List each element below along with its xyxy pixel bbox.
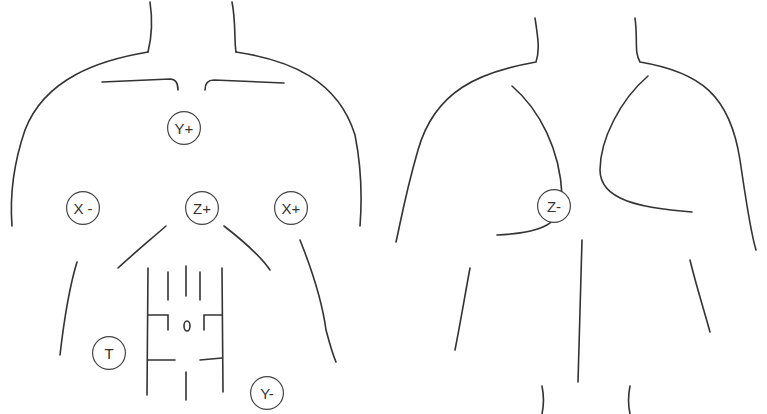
waist-line — [629, 386, 631, 414]
abdomen-line — [199, 272, 201, 300]
clavicle-line — [102, 79, 178, 90]
linea-line — [185, 372, 187, 400]
waist-line — [542, 386, 544, 414]
neck-line — [148, 2, 151, 52]
shoulder-line — [236, 52, 361, 226]
electrode-circle: X+ — [274, 191, 308, 225]
electrode-label: Z+ — [193, 200, 211, 217]
abdomen-line — [204, 315, 222, 330]
electrode-label: Y+ — [175, 120, 194, 137]
spine-line — [578, 240, 582, 382]
neck-line — [232, 2, 236, 52]
electrode-circle: Z- — [537, 189, 571, 223]
abdomen-line — [148, 359, 175, 361]
electrode-label: T — [104, 345, 113, 362]
abdomen-line — [200, 358, 222, 360]
navel — [184, 321, 190, 331]
back-outline — [396, 18, 538, 242]
scapula-line — [497, 86, 562, 235]
pectoral-line — [224, 226, 270, 270]
abdomen-line — [148, 315, 168, 330]
electrode-circle: Z+ — [185, 191, 219, 225]
arm-line — [300, 240, 336, 362]
back-outline — [635, 18, 756, 250]
shoulder-line — [11, 52, 148, 226]
scapula-line — [600, 76, 692, 212]
linea-line — [185, 266, 187, 296]
pectoral-line — [118, 226, 166, 268]
electrode-label: X - — [73, 200, 92, 217]
electrode-circle: T — [92, 336, 126, 370]
clavicle-line — [205, 80, 284, 90]
electrode-circle: X - — [66, 191, 100, 225]
abdomen-line — [147, 268, 148, 395]
electrode-circle: Y- — [250, 376, 284, 410]
flank-line — [455, 268, 470, 350]
electrode-label: Z- — [547, 198, 561, 215]
flank-line — [690, 260, 710, 332]
abdomen-line — [167, 272, 169, 300]
electrode-label: Y- — [260, 385, 274, 402]
abdomen-line — [222, 268, 223, 392]
electrode-label: X+ — [282, 200, 301, 217]
arm-line — [60, 262, 77, 355]
electrode-circle: Y+ — [167, 111, 201, 145]
